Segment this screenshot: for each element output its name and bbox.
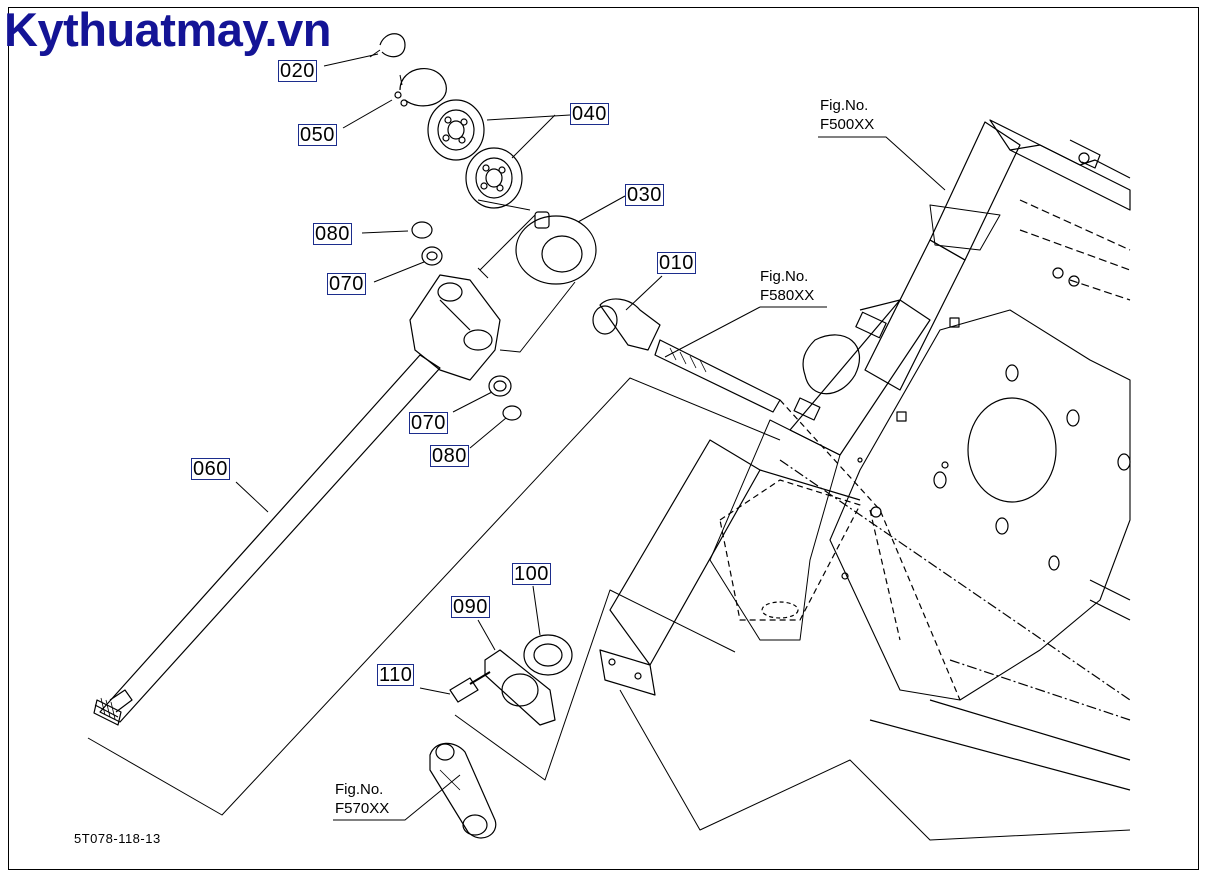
callout-110: 110 [377,664,415,686]
figref-f580-label: Fig.No. [760,268,809,285]
linkage-part [429,742,497,839]
lever-arm [409,274,501,381]
drawing-code: 5T078-118-13 [74,831,161,846]
figref-f500-label: Fig.No. [820,97,869,114]
watermark-logo: Kythuatmay.vn [4,3,331,56]
callout-100: 100 [512,563,551,585]
callout-020: 020 [278,60,317,82]
callout-040: 040 [570,103,609,125]
figref-f570-label: Fig.No. [335,781,384,798]
drawing-frame [8,7,1199,870]
frame-structure [599,119,1131,841]
callout-060: 060 [191,458,230,480]
callout-070-lower: 070 [409,412,448,434]
callout-070-upper: 070 [327,273,366,295]
figref-f580-code: F580XX [760,287,815,304]
bushings-washers [411,221,522,421]
callout-080-upper: 080 [313,223,352,245]
bearings-040 [427,99,523,209]
leader-lines [235,53,946,821]
callout-030: 030 [625,184,664,206]
fitting-010 [592,298,781,413]
shaft-060 [93,354,441,726]
collar-030 [515,211,597,285]
circlips [379,33,447,107]
callout-090: 090 [451,596,490,618]
callout-080-lower: 080 [430,445,469,467]
guide-lines [87,49,781,816]
figref-f500: Fig.No. F500XX [820,96,874,134]
flange-assembly [449,634,573,726]
callout-050: 050 [298,124,337,146]
callout-010: 010 [657,252,696,274]
figref-f500-code: F500XX [820,116,875,133]
figref-f580: Fig.No. F580XX [760,267,814,305]
figref-f570-code: F570XX [335,800,390,817]
figref-f570: Fig.No. F570XX [335,780,389,818]
